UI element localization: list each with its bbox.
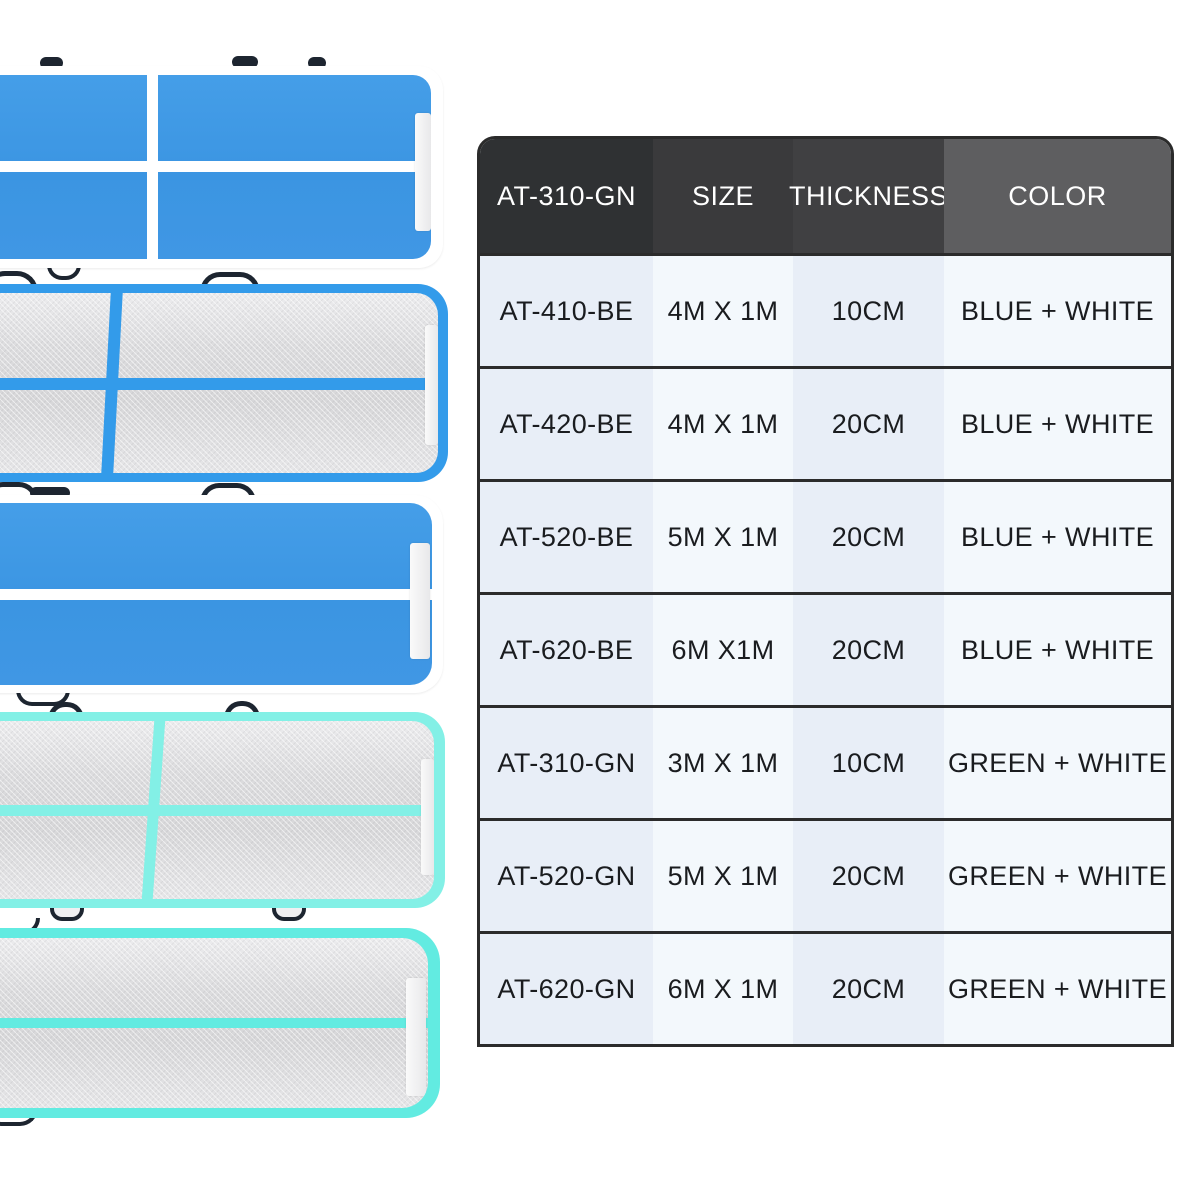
cell-model: AT-310-GN bbox=[480, 708, 653, 818]
mat-valve-strip bbox=[406, 978, 426, 1096]
airtrack-mat-blue-two-panel bbox=[0, 495, 443, 693]
mat-valve-strip bbox=[415, 113, 431, 231]
cell-thickness: 20CM bbox=[793, 821, 944, 931]
cell-size: 4M X 1M bbox=[653, 256, 793, 366]
header-cell-color: COLOR bbox=[944, 139, 1171, 253]
mat-handle-icon bbox=[0, 271, 38, 292]
cell-color: BLUE + WHITE bbox=[944, 595, 1171, 705]
mat-valve-strip bbox=[425, 325, 438, 445]
mat-seam-horizontal bbox=[0, 805, 434, 816]
airtrack-mat-gray-cyan-trim bbox=[0, 928, 440, 1118]
mat-seam-horizontal bbox=[0, 378, 438, 390]
table-row: AT-620-GN 6M X 1M 20CM GREEN + WHITE bbox=[480, 934, 1171, 1044]
cell-size: 4M X 1M bbox=[653, 369, 793, 479]
header-cell-model: AT-310-GN bbox=[480, 139, 653, 253]
cell-size: 3M X 1M bbox=[653, 708, 793, 818]
mat-surface bbox=[0, 721, 434, 899]
cell-color: GREEN + WHITE bbox=[944, 821, 1171, 931]
cell-model: AT-520-BE bbox=[480, 482, 653, 592]
cell-thickness: 20CM bbox=[793, 934, 944, 1044]
cell-color: GREEN + WHITE bbox=[944, 708, 1171, 818]
mat-valve-strip bbox=[421, 759, 434, 875]
mat-valve-strip bbox=[410, 543, 430, 659]
cell-color: BLUE + WHITE bbox=[944, 369, 1171, 479]
spec-table-header-row: AT-310-GN SIZE THICKNESS COLOR bbox=[480, 139, 1171, 256]
cell-size: 6M X1M bbox=[653, 595, 793, 705]
airtrack-mat-gray-blue-trim bbox=[0, 284, 448, 482]
airtrack-mat-blue-four-panel bbox=[0, 66, 443, 268]
table-row: AT-520-GN 5M X 1M 20CM GREEN + WHITE bbox=[480, 821, 1171, 934]
mat-seam-horizontal bbox=[0, 589, 432, 600]
mat-surface bbox=[0, 75, 431, 259]
mat-handle-icon bbox=[232, 56, 258, 68]
cell-model: AT-520-GN bbox=[480, 821, 653, 931]
airtrack-mat-gray-mint-trim bbox=[0, 712, 445, 908]
mat-handle-icon bbox=[200, 483, 256, 502]
table-row: AT-420-BE 4M X 1M 20CM BLUE + WHITE bbox=[480, 369, 1171, 482]
table-row: AT-310-GN 3M X 1M 10CM GREEN + WHITE bbox=[480, 708, 1171, 821]
mat-surface bbox=[0, 293, 438, 473]
table-row: AT-410-BE 4M X 1M 10CM BLUE + WHITE bbox=[480, 256, 1171, 369]
header-cell-thickness: THICKNESS bbox=[789, 139, 948, 253]
mat-seam-horizontal bbox=[0, 161, 431, 172]
mat-seam-horizontal bbox=[0, 1018, 428, 1028]
mat-handle-icon bbox=[50, 906, 84, 921]
cell-size: 6M X 1M bbox=[653, 934, 793, 1044]
cell-size: 5M X 1M bbox=[653, 821, 793, 931]
header-cell-size: SIZE bbox=[653, 139, 793, 253]
cell-color: BLUE + WHITE bbox=[944, 256, 1171, 366]
cell-model: AT-410-BE bbox=[480, 256, 653, 366]
cell-thickness: 10CM bbox=[793, 708, 944, 818]
spec-table: AT-310-GN SIZE THICKNESS COLOR AT-410-BE… bbox=[477, 136, 1174, 1047]
mat-handle-icon bbox=[272, 906, 306, 921]
cell-thickness: 20CM bbox=[793, 595, 944, 705]
cell-thickness: 20CM bbox=[793, 482, 944, 592]
mat-handle-icon bbox=[48, 702, 84, 719]
mat-handle-icon bbox=[200, 272, 260, 292]
table-row: AT-520-BE 5M X 1M 20CM BLUE + WHITE bbox=[480, 482, 1171, 595]
table-row: AT-620-BE 6M X1M 20CM BLUE + WHITE bbox=[480, 595, 1171, 708]
cell-size: 5M X 1M bbox=[653, 482, 793, 592]
mat-surface bbox=[0, 503, 432, 685]
cell-model: AT-620-GN bbox=[480, 934, 653, 1044]
cell-model: AT-420-BE bbox=[480, 369, 653, 479]
cell-thickness: 20CM bbox=[793, 369, 944, 479]
cell-color: BLUE + WHITE bbox=[944, 482, 1171, 592]
mat-surface bbox=[0, 938, 428, 1108]
cell-color: GREEN + WHITE bbox=[944, 934, 1171, 1044]
cell-model: AT-620-BE bbox=[480, 595, 653, 705]
cell-thickness: 10CM bbox=[793, 256, 944, 366]
mat-handle-icon bbox=[224, 701, 260, 718]
